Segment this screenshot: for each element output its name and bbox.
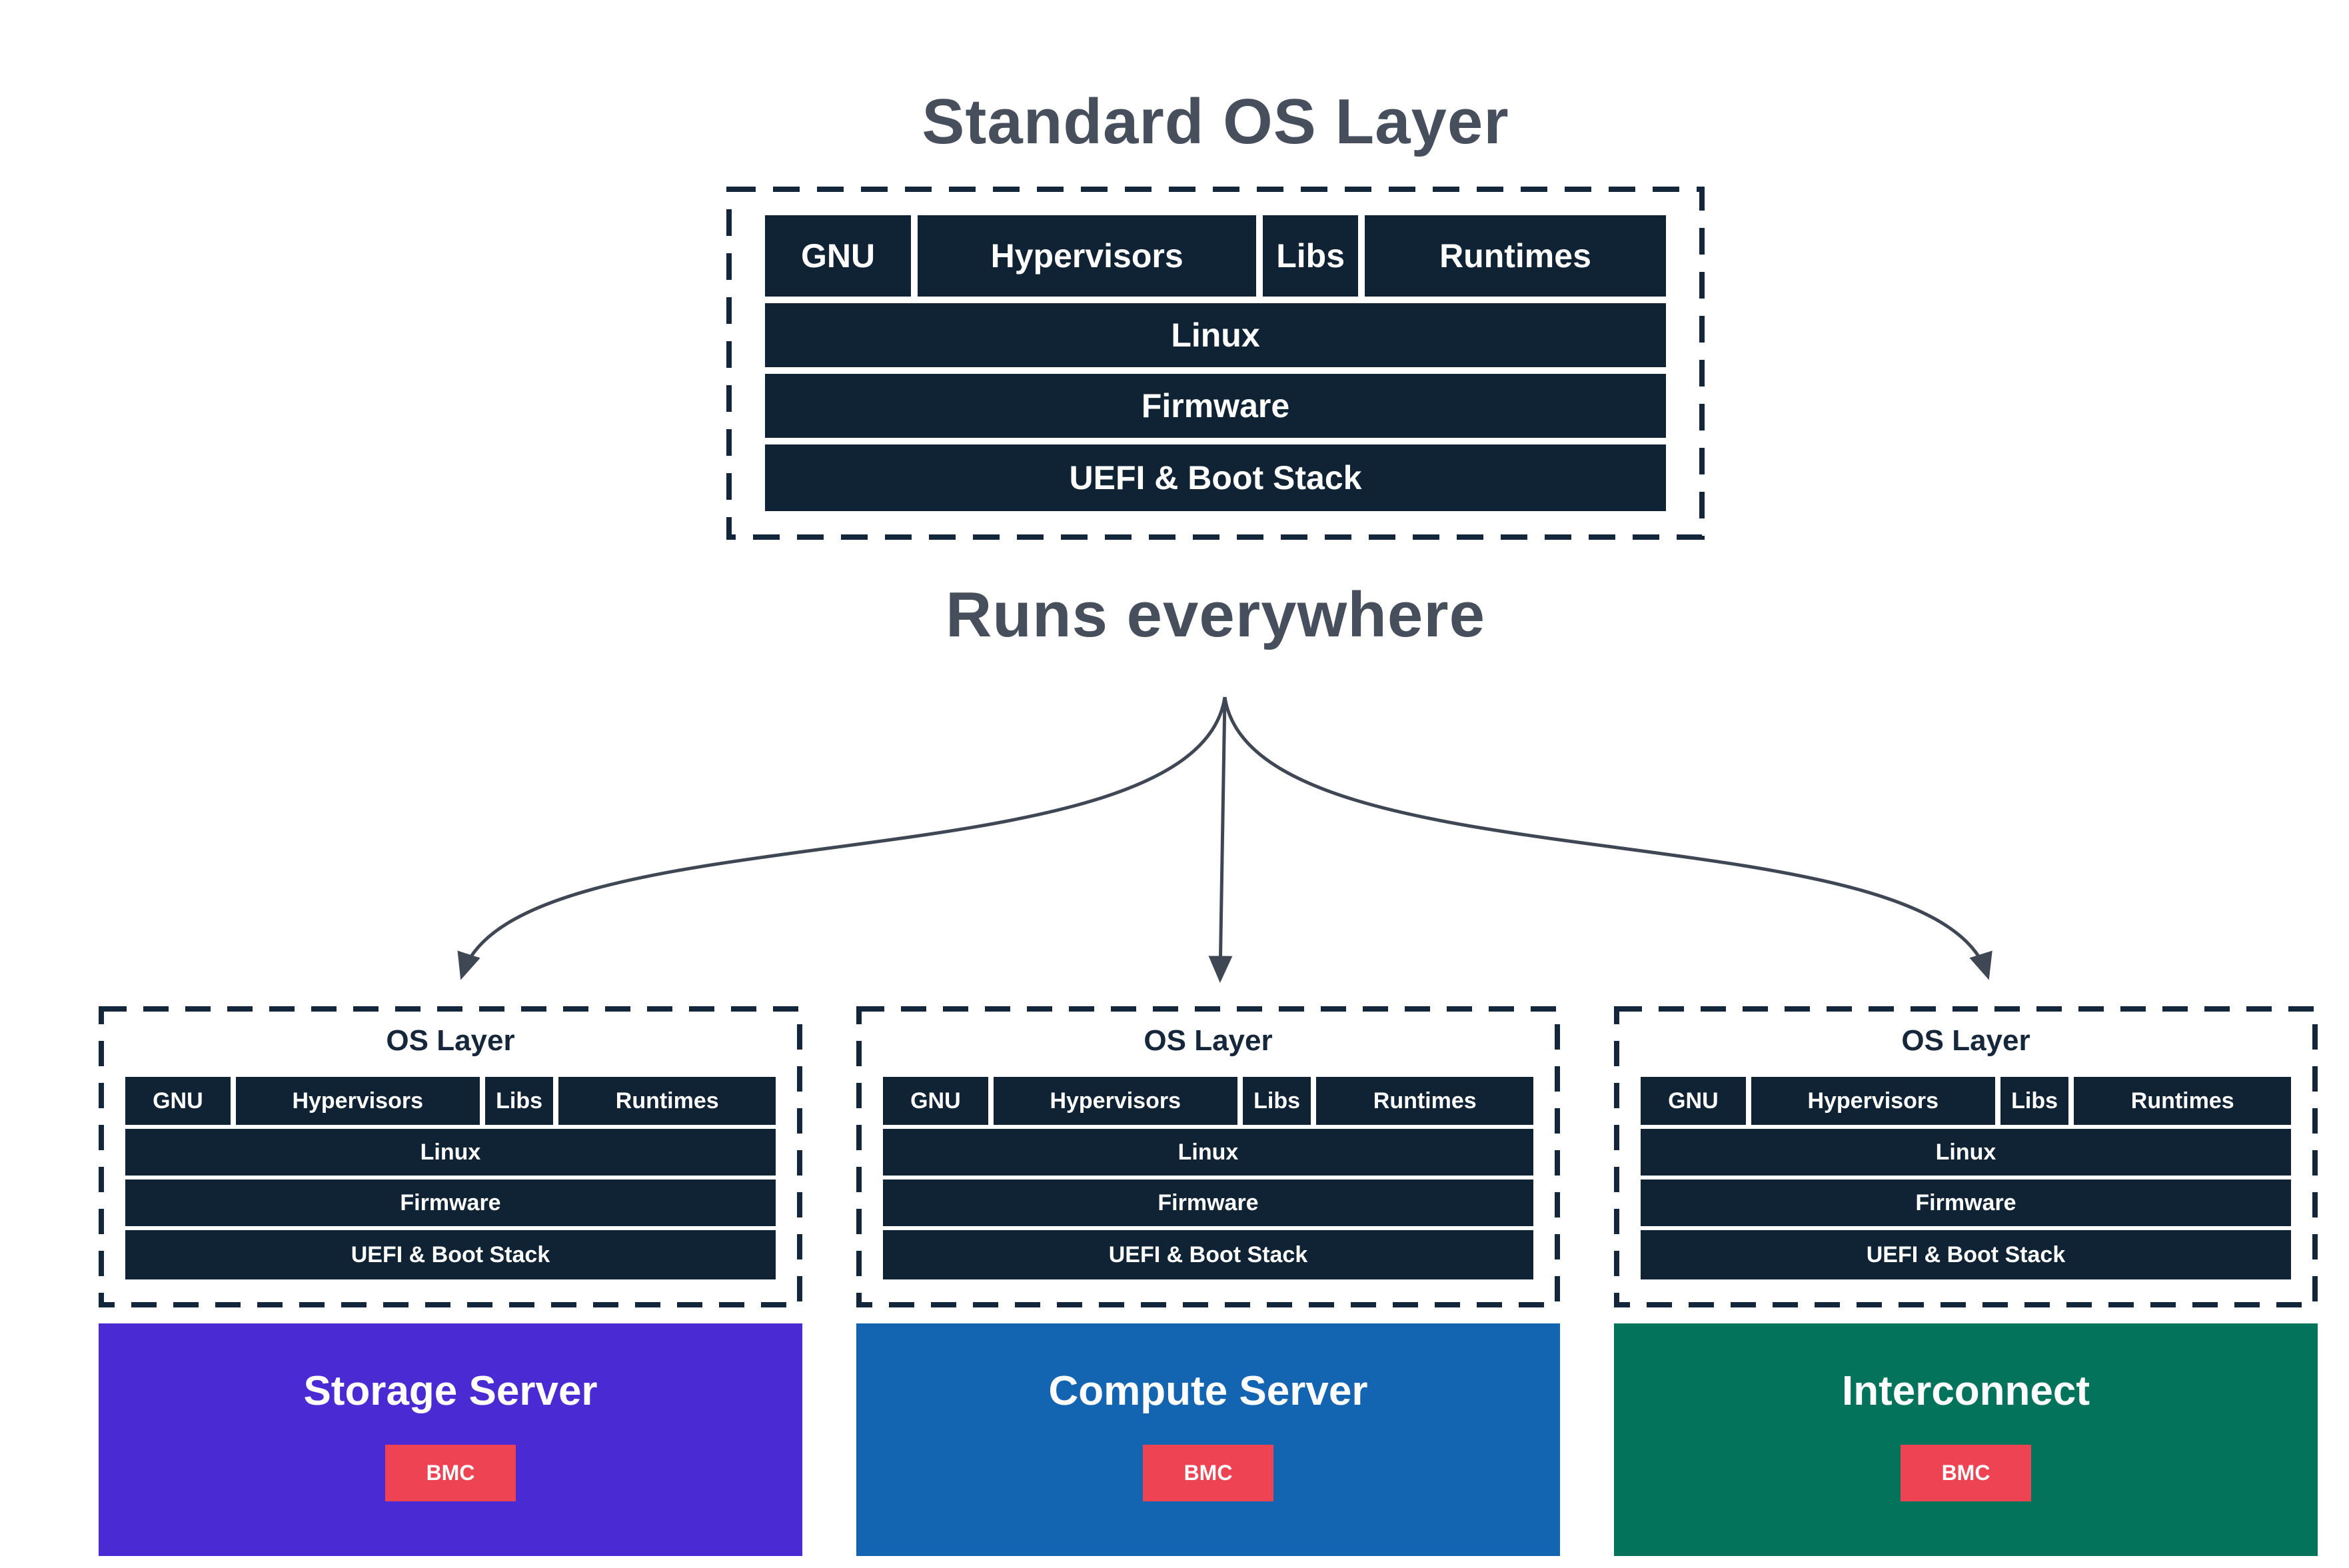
userspace-row: GNU Hypervisors Libs Runtimes	[765, 215, 1666, 297]
stack-cell-linux: Linux	[125, 1129, 776, 1176]
stack-cell-runtimes: Runtimes	[2074, 1077, 2291, 1125]
arrow-to-compute	[1208, 696, 1233, 983]
stack-cell-uefi: UEFI & Boot Stack	[125, 1230, 776, 1279]
interconnect-box: Interconnect BMC	[1614, 1323, 2318, 1556]
os-stack: GNU Hypervisors Libs Runtimes Linux Firm…	[125, 1077, 776, 1279]
stack-cell-hypervisors: Hypervisors	[235, 1077, 480, 1125]
stack-cell-firmware: Firmware	[1641, 1179, 2291, 1226]
interconnect-os-layer-box: OS Layer GNU Hypervisors Libs Runtimes L…	[1614, 1006, 2318, 1307]
compute-server-box: Compute Server BMC	[856, 1323, 1560, 1556]
userspace-row: GNU Hypervisors Libs Runtimes	[883, 1077, 1533, 1125]
os-layer-title: OS Layer	[386, 1024, 515, 1057]
stack-cell-hypervisors: Hypervisors	[918, 215, 1257, 297]
node-interconnect: OS Layer GNU Hypervisors Libs Runtimes L…	[1614, 1006, 2318, 1556]
runs-everywhere-label: Runs everywhere	[945, 579, 1486, 650]
arrow-to-interconnect	[1223, 696, 1992, 980]
bmc-badge: BMC	[1901, 1445, 2031, 1501]
stack-cell-hypervisors: Hypervisors	[1751, 1077, 1995, 1125]
os-stack: GNU Hypervisors Libs Runtimes Linux Firm…	[1641, 1077, 2291, 1279]
stack-cell-firmware: Firmware	[125, 1179, 776, 1226]
stack-cell-gnu: GNU	[883, 1077, 988, 1125]
page-title: Standard OS Layer	[922, 86, 1509, 157]
storage-server-box: Storage Server BMC	[99, 1323, 802, 1556]
stack-cell-runtimes: Runtimes	[1316, 1077, 1533, 1125]
stack-cell-uefi: UEFI & Boot Stack	[765, 444, 1666, 511]
server-name: Interconnect	[1841, 1368, 2090, 1414]
stack-cell-firmware: Firmware	[883, 1179, 1533, 1226]
os-stack: GNU Hypervisors Libs Runtimes Linux Firm…	[883, 1077, 1533, 1279]
stack-cell-runtimes: Runtimes	[1364, 215, 1666, 297]
bmc-badge: BMC	[1143, 1445, 1273, 1501]
stack-cell-libs: Libs	[1242, 1077, 1311, 1125]
stack-cell-linux: Linux	[765, 303, 1666, 367]
os-layer-title: OS Layer	[1901, 1024, 2030, 1057]
compute-os-layer-box: OS Layer GNU Hypervisors Libs Runtimes L…	[856, 1006, 1560, 1307]
stack-cell-hypervisors: Hypervisors	[993, 1077, 1237, 1125]
bmc-badge: BMC	[385, 1445, 516, 1501]
stack-cell-uefi: UEFI & Boot Stack	[883, 1230, 1533, 1279]
stack-cell-firmware: Firmware	[765, 374, 1666, 438]
stack-cell-linux: Linux	[883, 1129, 1533, 1176]
server-name: Storage Server	[303, 1368, 598, 1414]
stack-cell-linux: Linux	[1641, 1129, 2291, 1176]
stack-cell-libs: Libs	[1263, 215, 1358, 297]
server-name: Compute Server	[1048, 1368, 1368, 1414]
arrow-to-storage	[457, 696, 1227, 980]
os-stack: GNU Hypervisors Libs Runtimes Linux Firm…	[765, 215, 1666, 511]
stack-cell-gnu: GNU	[125, 1077, 231, 1125]
userspace-row: GNU Hypervisors Libs Runtimes	[125, 1077, 776, 1125]
stack-cell-libs: Libs	[2000, 1077, 2069, 1125]
node-compute-server: OS Layer GNU Hypervisors Libs Runtimes L…	[856, 1006, 1560, 1556]
storage-os-layer-box: OS Layer GNU Hypervisors Libs Runtimes L…	[99, 1006, 802, 1307]
node-storage-server: OS Layer GNU Hypervisors Libs Runtimes L…	[99, 1006, 802, 1556]
os-layer-title: OS Layer	[1144, 1024, 1273, 1057]
nodes-row: OS Layer GNU Hypervisors Libs Runtimes L…	[99, 1006, 2318, 1556]
stack-cell-gnu: GNU	[765, 215, 911, 297]
stack-cell-runtimes: Runtimes	[558, 1077, 776, 1125]
standard-os-layer-box: GNU Hypervisors Libs Runtimes Linux Firm…	[726, 187, 1705, 540]
stack-cell-uefi: UEFI & Boot Stack	[1641, 1230, 2291, 1279]
userspace-row: GNU Hypervisors Libs Runtimes	[1641, 1077, 2291, 1125]
stack-cell-libs: Libs	[484, 1077, 554, 1125]
stack-cell-gnu: GNU	[1641, 1077, 1746, 1125]
